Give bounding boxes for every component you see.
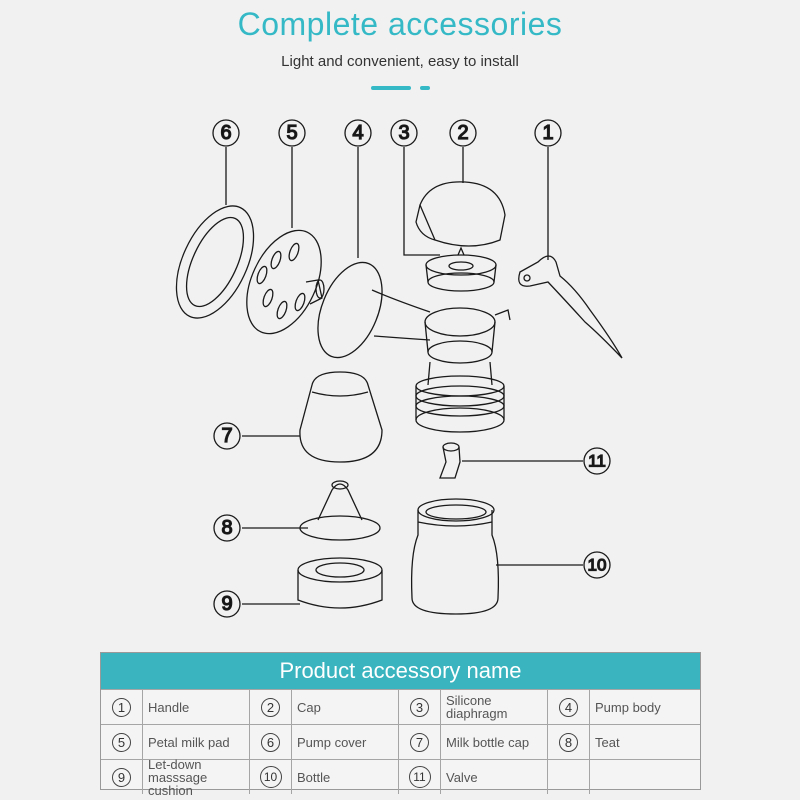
part-number-badge: 5: [112, 732, 131, 752]
part-name-cell: Cap: [292, 690, 399, 724]
svg-text:5: 5: [286, 122, 297, 144]
svg-text:9: 9: [221, 593, 232, 615]
callout-11: 11: [583, 447, 611, 475]
part-number-badge: 4: [559, 697, 578, 717]
part-number-badge: 9: [112, 767, 131, 787]
svg-text:6: 6: [220, 122, 231, 144]
part-number-cell: 3: [399, 690, 441, 724]
part-number-badge: 6: [261, 732, 280, 752]
table-header: Product accessory name: [101, 653, 700, 689]
pump-body-part: [317, 261, 511, 433]
bottle-part: [410, 498, 500, 615]
part-number-badge: 3: [410, 697, 429, 717]
part-number-cell: [548, 760, 590, 794]
valve-part: [439, 442, 461, 479]
part-number-cell: 1: [101, 690, 143, 724]
part-number-cell: 5: [101, 725, 143, 759]
part-name-cell: Handle: [143, 690, 250, 724]
exploded-parts-diagram: 6 5 4 3 2 1 7 8 9 11 10: [175, 119, 623, 618]
part-number-cell: 10: [250, 760, 292, 794]
table-row: 9 Let-down masssage cushion 10 Bottle 11 Valv…: [101, 758, 700, 797]
table-row: 5 Petal milk pad 6 Pump cover 7 Milk bottle c…: [101, 724, 700, 759]
cushion-ring-part: [297, 557, 383, 609]
part-number-cell: 7: [399, 725, 441, 759]
part-name-cell: Petal milk pad: [143, 725, 250, 759]
part-number-badge: 10: [259, 766, 282, 788]
title-underline-long: [371, 86, 411, 90]
handle-part: [518, 255, 623, 359]
part-number-cell: 2: [250, 690, 292, 724]
part-number-badge: 7: [410, 732, 429, 752]
svg-text:3: 3: [398, 122, 409, 144]
massage-cushion-part: [175, 205, 255, 319]
callout-5: 5: [278, 119, 306, 147]
part-number-cell: 8: [548, 725, 590, 759]
svg-text:4: 4: [352, 122, 363, 144]
part-name-cell: Pump body: [595, 699, 661, 715]
part-name-cell: Valve: [441, 760, 548, 794]
petal-pad-part: [246, 229, 325, 335]
title-underline-short: [420, 86, 430, 90]
part-name-cell: Teat: [595, 734, 620, 750]
teat-part: [299, 480, 381, 541]
silicone-diaphragm-part: [425, 246, 497, 292]
svg-text:1: 1: [542, 122, 553, 144]
page-title: Complete accessories: [237, 6, 563, 42]
part-number-badge: 8: [559, 732, 578, 752]
part-number-badge: 2: [261, 697, 280, 717]
bottle-cap-part: [299, 371, 383, 463]
callout-2: 2: [449, 119, 477, 147]
page-subtitle: Light and convenient, easy to install: [281, 53, 519, 70]
svg-text:7: 7: [221, 425, 232, 447]
part-number-cell: 9: [101, 760, 143, 794]
part-number-cell: 4: [548, 690, 590, 724]
callout-10: 10: [583, 551, 611, 579]
svg-text:10: 10: [588, 556, 607, 575]
part-number-badge: 1: [112, 697, 131, 717]
svg-text:8: 8: [221, 517, 232, 539]
svg-text:2: 2: [457, 122, 468, 144]
cap-part: [415, 181, 506, 247]
callout-6: 6: [212, 119, 240, 147]
callout-1: 1: [534, 119, 562, 147]
part-name-cell: Bottle: [292, 760, 399, 794]
callout-9: 9: [213, 590, 241, 618]
part-name-cell: Let-down masssage cushion: [143, 758, 250, 797]
callout-7: 7: [213, 422, 241, 450]
part-name-cell: Silicone diaphragm: [441, 690, 548, 724]
leader-lines: [225, 147, 583, 605]
part-name-cell: Milk bottle cap: [441, 725, 548, 759]
part-number-badge: 11: [408, 766, 431, 788]
callout-8: 8: [213, 514, 241, 542]
table-body: 1 Handle 2 Cap 3 Silicone diaphragm 4 Pump body…: [101, 689, 700, 797]
callout-3: 3: [390, 119, 418, 147]
part-number-cell: 11: [399, 760, 441, 794]
callout-4: 4: [344, 119, 372, 147]
accessory-table: Product accessory name 1 Handle 2 Cap 3 Silic…: [100, 652, 701, 797]
table-row: 1 Handle 2 Cap 3 Silicone diaphragm 4 Pump body: [101, 689, 700, 724]
part-name-cell: Pump cover: [292, 725, 399, 759]
part-name-cell: [590, 760, 700, 794]
svg-text:11: 11: [588, 452, 606, 471]
part-number-cell: 6: [250, 725, 292, 759]
